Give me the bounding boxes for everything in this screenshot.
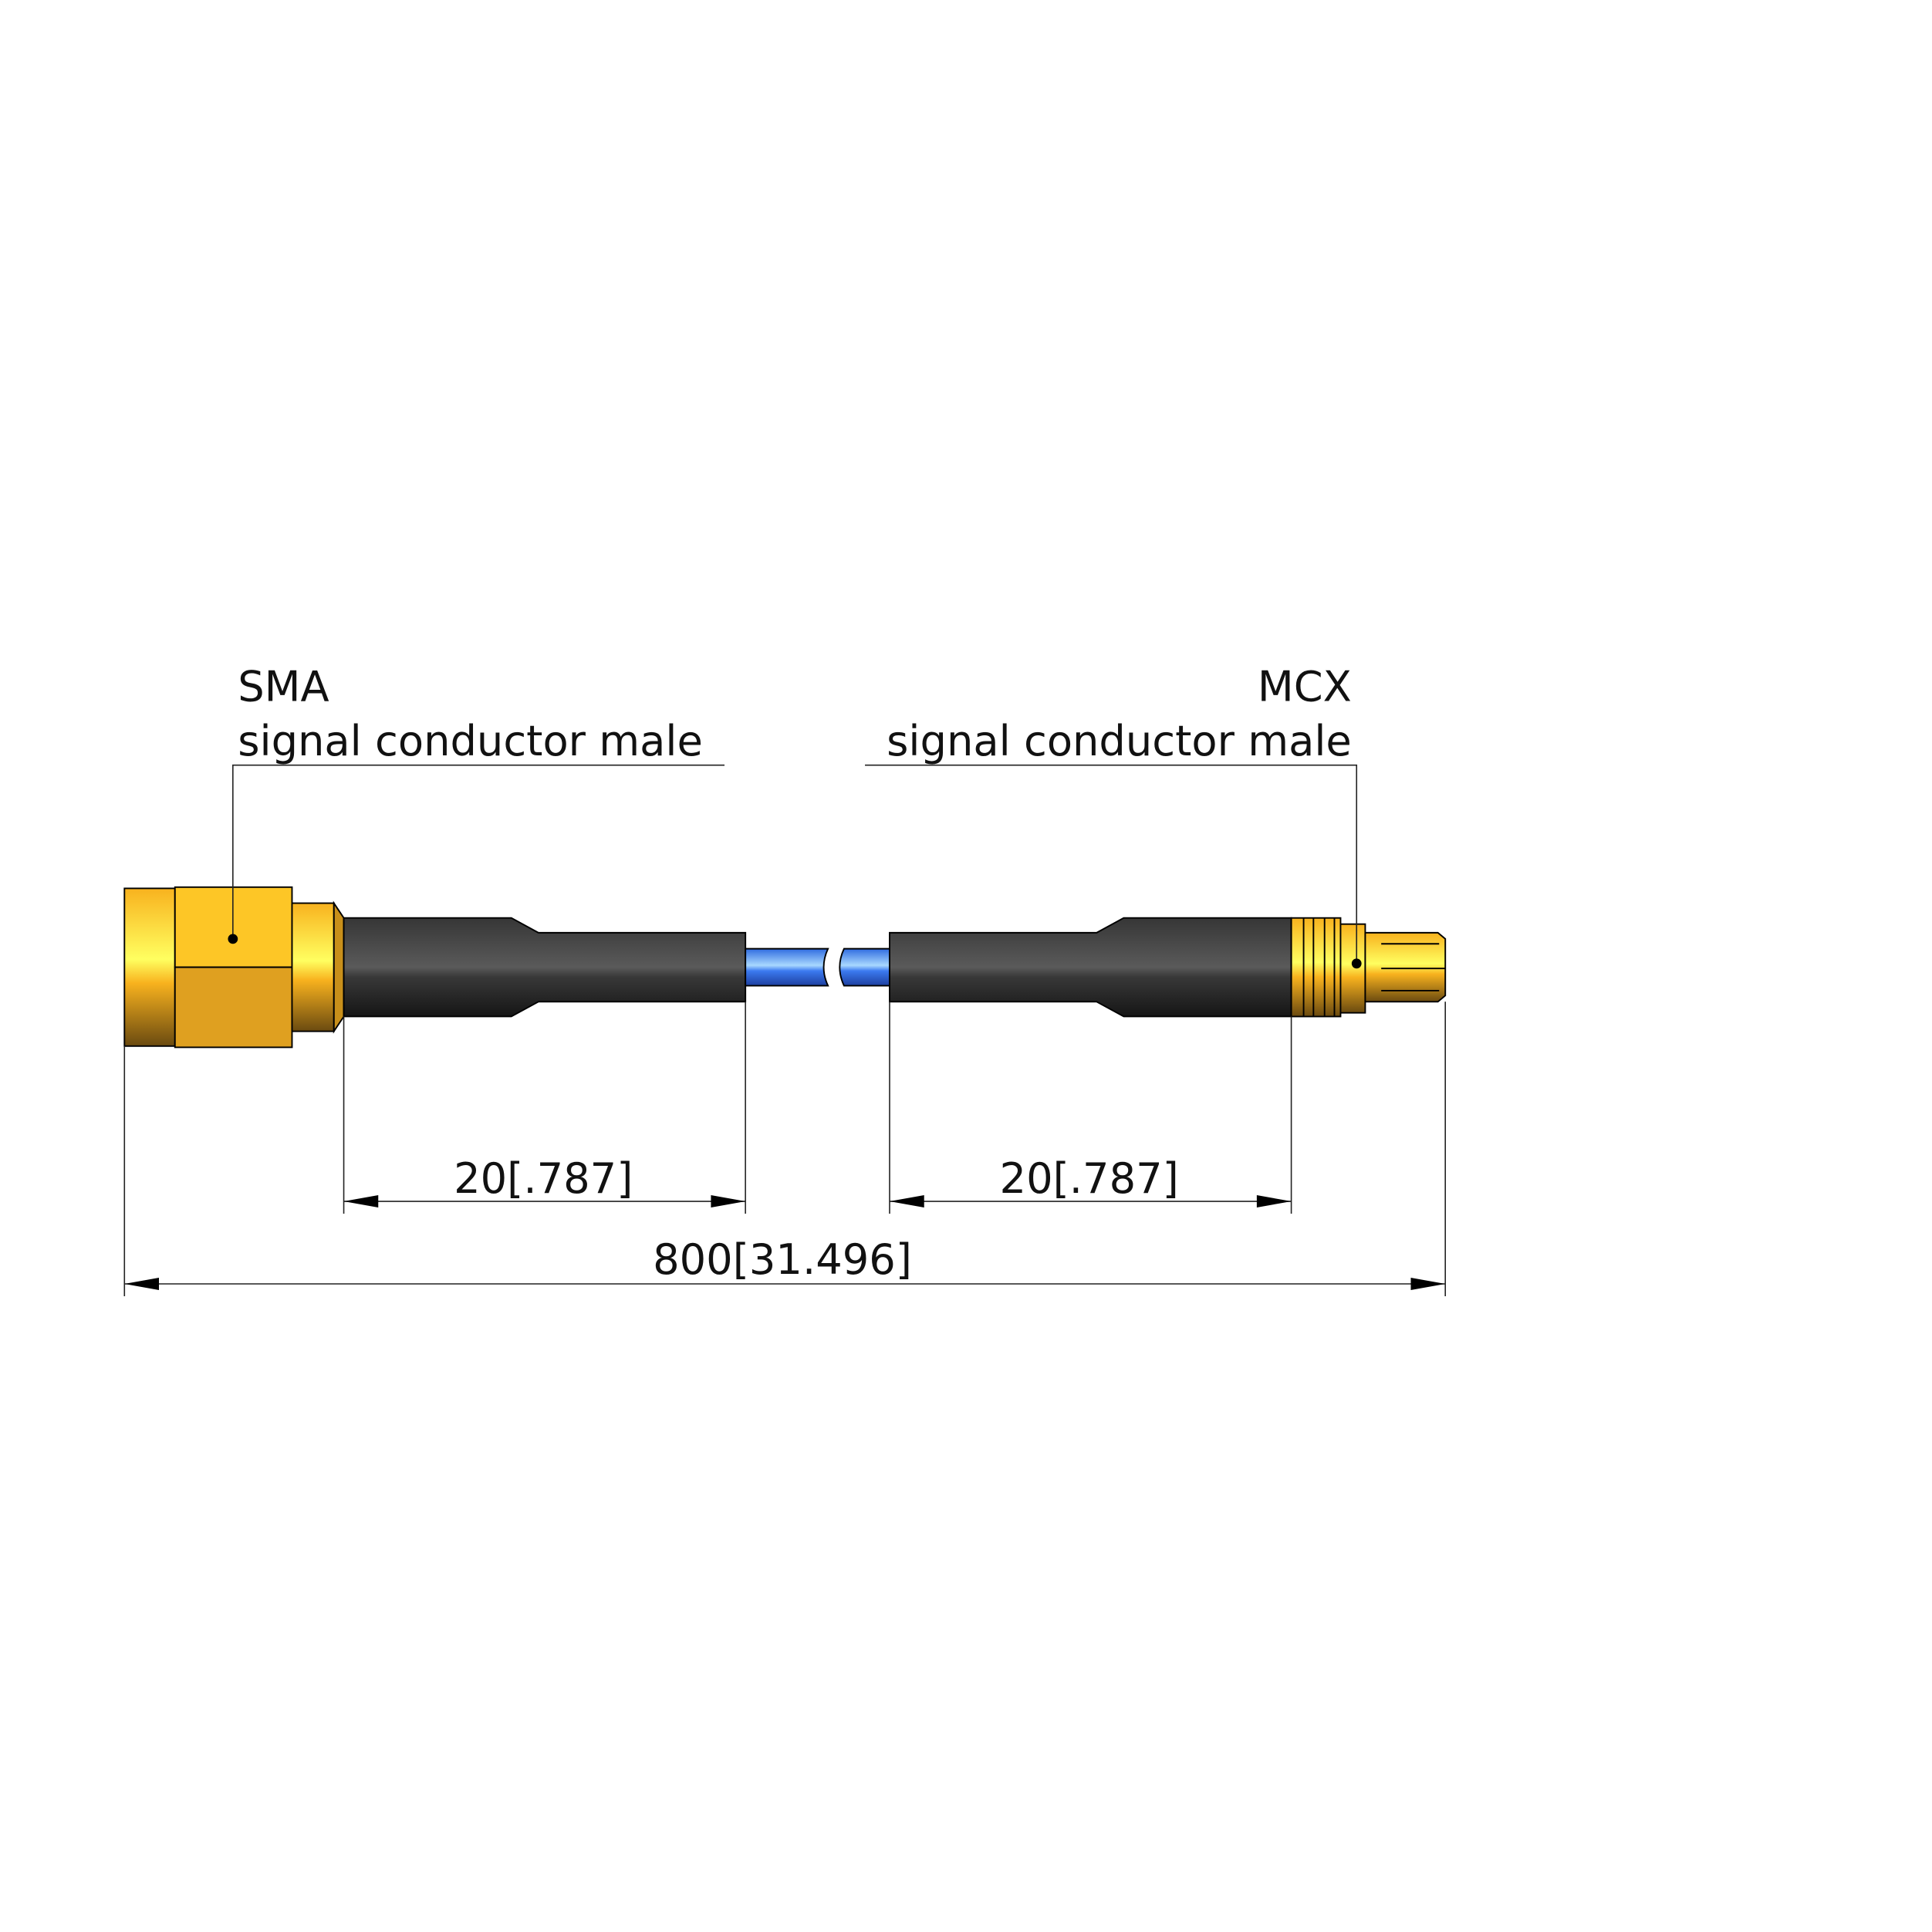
mcx-description: signal conductor male	[887, 717, 1352, 765]
sma-connector	[123, 886, 345, 1049]
dimension-overall-label: 800[31.496]	[653, 1235, 912, 1284]
extension-lines	[123, 1001, 1447, 1296]
mcx-label: MCX	[1258, 663, 1352, 711]
sma-description: signal conductor male	[238, 717, 703, 765]
dimension-left-boot: 20[.787]	[343, 1154, 746, 1208]
mcx-leader	[865, 764, 1362, 969]
dimension-left-boot-label: 20[.787]	[454, 1154, 633, 1203]
dimension-overall: 800[31.496]	[124, 1235, 1446, 1290]
right-cable-boot	[889, 917, 1292, 1018]
left-cable-boot	[343, 917, 747, 1018]
sma-leader	[228, 764, 724, 944]
sma-label: SMA	[238, 663, 329, 711]
dimension-right-boot-label: 20[.787]	[1000, 1154, 1179, 1203]
dimension-right-boot: 20[.787]	[889, 1154, 1292, 1208]
cable-left-segment	[745, 947, 829, 987]
mcx-connector	[1290, 917, 1447, 1018]
cable-right-segment	[839, 947, 890, 987]
hex-nut-bottom	[174, 966, 293, 1049]
